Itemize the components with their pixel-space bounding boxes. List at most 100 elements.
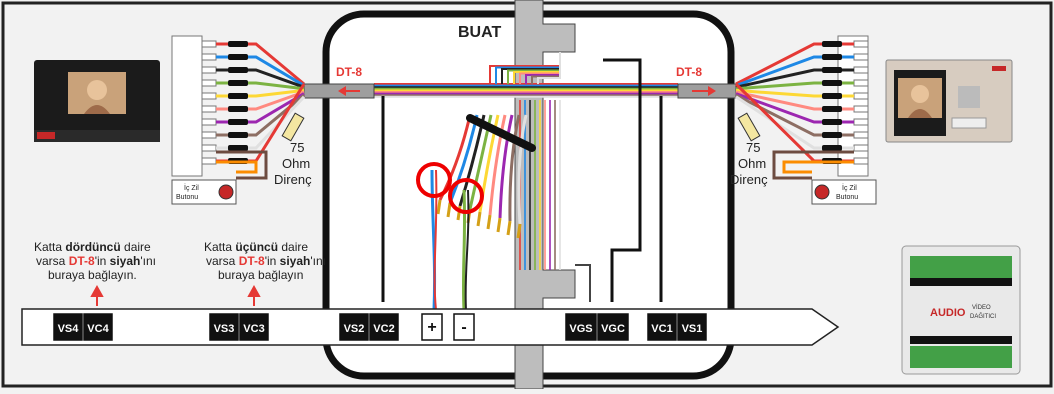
terminal-vc4-box <box>83 313 113 341</box>
terminal-vc3: VC3 <box>239 313 269 341</box>
monitor-left <box>34 60 160 142</box>
connector-pin <box>201 144 217 152</box>
terminal-vc1-box <box>647 313 677 341</box>
terminal-vs3-box <box>209 313 239 341</box>
doorbell-button-right: İç Zil Butonu <box>811 179 877 205</box>
doorbell-button-left: İç Zil Butonu <box>171 179 237 205</box>
terminal-vs2-box <box>339 313 369 341</box>
terminal-vs4: VS4 <box>53 313 83 341</box>
resistor-left: 75 Ohm Direnç <box>274 112 312 187</box>
wire-sleeve <box>822 106 842 112</box>
resistor-right: 75 Ohm Direnç <box>730 112 768 187</box>
terminal-vs3: VS3 <box>209 313 239 341</box>
fan-wire <box>517 114 528 225</box>
bell-wire-brown <box>216 150 268 180</box>
wire-copper-end <box>506 220 512 236</box>
button-right-line2: Butonu <box>836 194 858 201</box>
distributor-line1: VİDEO <box>972 304 991 311</box>
wire-sleeve <box>822 80 842 86</box>
wire-sleeve <box>822 145 842 151</box>
bell-wire-orange <box>216 160 258 174</box>
wire-sleeve <box>822 41 842 47</box>
note-floor3-line1: Katta üçüncü daire <box>204 240 308 254</box>
terminal-plus-box <box>421 313 443 341</box>
connector-pin <box>853 79 869 87</box>
wire-copper-end <box>446 202 452 218</box>
terminal-vs1-box <box>677 313 707 341</box>
terminal-minus-label: - <box>461 319 466 336</box>
note-floor4: Katta dördüncü daire varsa DT-8'in siyah… <box>34 240 156 282</box>
plus-wire-2 <box>433 169 438 311</box>
terminal-vs3-label: VS3 <box>214 323 235 335</box>
connector-pin <box>201 92 217 100</box>
note-floor3-line3: buraya bağlayın <box>218 268 303 282</box>
terminal-vgc: VGC <box>597 313 629 341</box>
wire-copper-end <box>486 214 492 230</box>
connector-pin <box>853 105 869 113</box>
terminal-vgs: VGS <box>565 313 597 341</box>
wire-sleeve <box>228 41 248 47</box>
connector-pin <box>201 79 217 87</box>
note-floor4-line3: buraya bağlayın. <box>48 268 137 282</box>
highlight-circle-plus <box>416 162 452 198</box>
connector-pin <box>853 118 869 126</box>
wire-sleeve <box>822 119 842 125</box>
distributor-brand: AUDIO <box>930 307 966 319</box>
cable-tie <box>466 114 536 152</box>
vgs-wire <box>575 264 591 302</box>
terminal-vgs-label: VGS <box>569 323 592 335</box>
connector-pin <box>853 92 869 100</box>
wire-sleeve <box>228 145 248 151</box>
connector-pin <box>201 118 217 126</box>
button-right-knob <box>814 184 830 200</box>
wire-sleeve <box>228 80 248 86</box>
terminal-minus-box <box>453 313 475 341</box>
junction-box-title: BUAT <box>458 24 501 41</box>
connector-pin <box>853 144 869 152</box>
connector-pin <box>201 105 217 113</box>
terminal-vc2-box <box>369 313 399 341</box>
terminal-vs2: VS2 <box>339 313 369 341</box>
connector-pin <box>201 157 217 165</box>
terminal-vgc-box <box>597 313 629 341</box>
terminal-vc2: VC2 <box>369 313 399 341</box>
note-floor4-line1: Katta dördüncü daire <box>34 240 151 254</box>
terminal-vs4-box <box>53 313 83 341</box>
resistor-left-value: 75 <box>290 140 304 155</box>
connector-pin <box>201 66 217 74</box>
terminal-minus: - <box>453 313 475 341</box>
riser-wire-top <box>537 52 561 84</box>
distributor-line2: DAĞITICI <box>970 313 996 320</box>
note-floor3: Katta üçüncü daire varsa DT-8'in siyah'ı… <box>204 240 326 282</box>
wire-sleeve <box>822 54 842 60</box>
connector-pin <box>201 131 217 139</box>
note-floor3-line2: varsa DT-8'in siyah'ını <box>206 254 326 268</box>
fan-wire <box>508 114 521 222</box>
bell-wire-brown <box>772 150 854 180</box>
button-left-line1: İç Zil <box>184 183 199 192</box>
terminal-vs1-label: VS1 <box>682 323 703 335</box>
wire-sleeve <box>228 132 248 138</box>
resistor-left-type: Direnç <box>274 172 312 187</box>
wire-copper-end <box>476 211 482 227</box>
main-bus-wires <box>374 52 678 270</box>
fan-wire <box>488 114 507 216</box>
wire-sleeve <box>228 93 248 99</box>
wire-copper-end <box>496 217 502 233</box>
wire-copper-end <box>456 205 462 221</box>
button-left-line2: Butonu <box>176 194 198 201</box>
monitor-right <box>885 59 1013 143</box>
terminal-vc1: VC1 <box>647 313 677 341</box>
connector-pin <box>853 131 869 139</box>
note-floor4-line2: varsa DT-8'in siyah'ını <box>36 254 156 268</box>
minus-wire-2 <box>464 189 470 311</box>
converter-left-label: DT-8 <box>336 65 362 79</box>
note-arrows <box>90 284 261 306</box>
wire-sleeve <box>822 132 842 138</box>
terminal-vgc-label: VGC <box>601 323 625 335</box>
connector-pin <box>853 66 869 74</box>
terminal-vc1-label: VC1 <box>651 323 672 335</box>
terminal-vc3-label: VC3 <box>243 323 264 335</box>
